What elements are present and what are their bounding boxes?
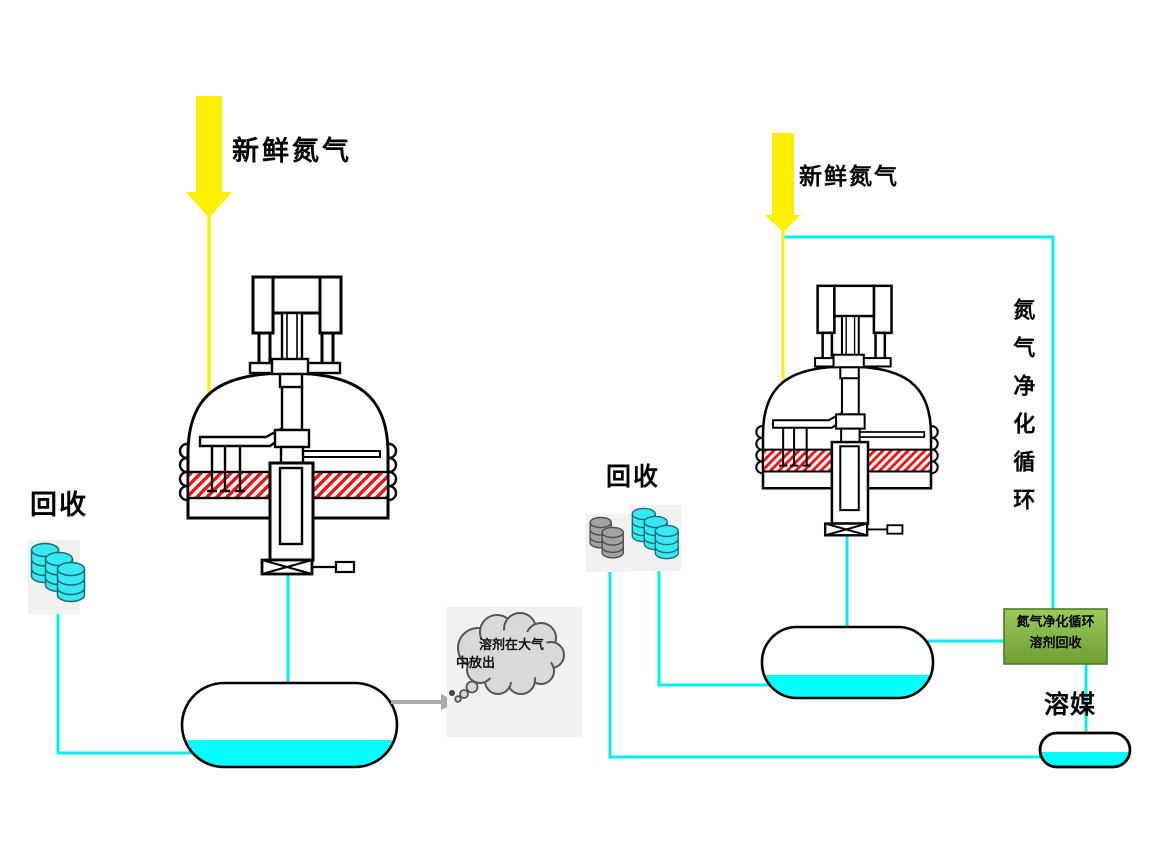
purifier-unit-label-line1: 氮气净化循环 [1016, 615, 1095, 630]
purifier-unit-label-line2: 溶剂回收 [1029, 636, 1082, 651]
solvent-media-label: 溶媒 [1044, 690, 1097, 719]
tank-right-liquid [762, 675, 933, 698]
fresh-nitrogen-arrow-right [765, 133, 801, 385]
cloud-text-line1: 溶剂在大气 [479, 638, 545, 653]
recovery-barrels-right-cyan [629, 505, 681, 571]
recovery-label-right: 回收 [606, 462, 661, 491]
fresh-nitrogen-arrow-left [186, 96, 232, 397]
atmosphere-cloud [447, 607, 582, 737]
pipe-nitrogen-loop [783, 235, 1055, 610]
tank-left-liquid [182, 740, 397, 767]
pipe-solvent-tank-to-gray-barrels [608, 558, 1041, 759]
fresh-nitrogen-label-left: 新鲜氮气 [232, 136, 352, 167]
pipe-left-barrels-to-tank [56, 600, 194, 755]
solvent-tank-left [180, 681, 399, 769]
purifier-unit-box [1003, 608, 1108, 665]
recovery-barrels-right-gray [586, 514, 630, 572]
fresh-nitrogen-label-right: 新鲜氮气 [799, 164, 899, 190]
purifier-unit-label: 氮气净化循环 溶剂回收 [1004, 612, 1107, 654]
cloud-bubbles [454, 680, 479, 703]
pipes [56, 235, 1088, 759]
solvent-tank-right [760, 625, 935, 700]
nitrogen-loop-label: 氮气净化循环 [1009, 298, 1035, 526]
solvent-media-tank [1038, 731, 1132, 769]
solvent-media-tank-liquid [1040, 752, 1130, 767]
cloud-speck [449, 690, 455, 696]
recovery-barrels-left [28, 540, 86, 614]
cloud-text-line2: 中放出 [456, 656, 496, 671]
recovery-label-left: 回收 [30, 490, 88, 521]
pipe-cyan-barrels-to-tank [657, 559, 772, 687]
reactor-left [178, 275, 398, 576]
